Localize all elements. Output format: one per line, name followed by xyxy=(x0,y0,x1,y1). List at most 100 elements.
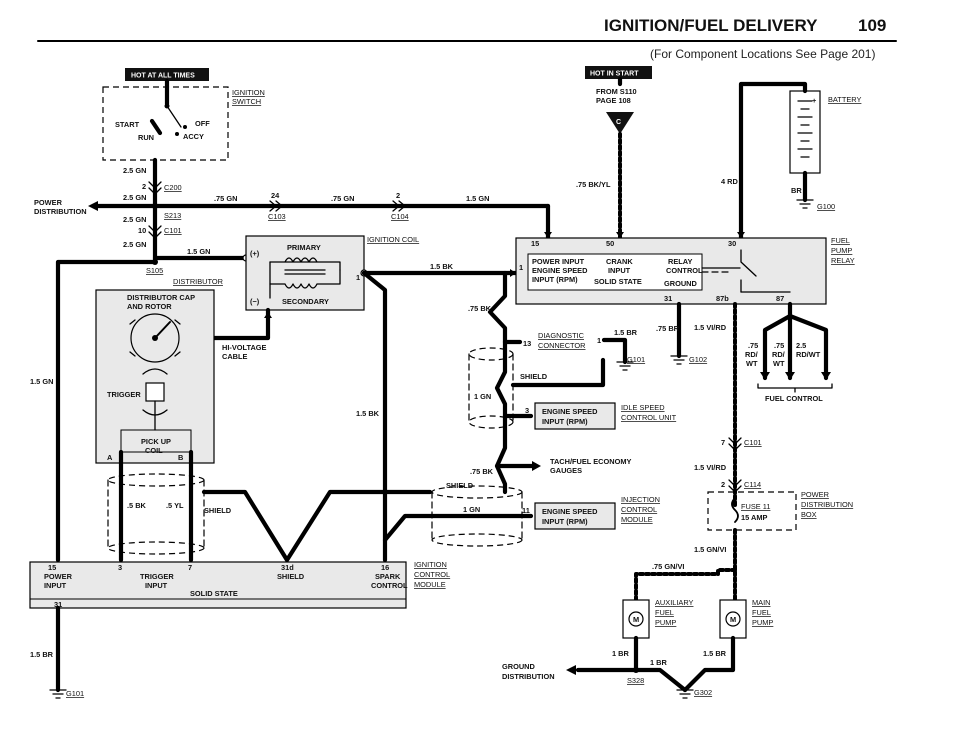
switch-start-label: START xyxy=(115,120,140,129)
s105-label: S105 xyxy=(146,266,163,275)
fc-w2a: .75 xyxy=(774,341,784,350)
icm-pin-15: 15 xyxy=(48,563,56,572)
engine-speed-wire xyxy=(487,270,508,345)
coil-pin-1: 1 xyxy=(356,273,360,282)
battery-br-label: BR xyxy=(791,186,802,195)
coil-secondary-label: SECONDARY xyxy=(282,297,329,306)
g101-ground-icon-diag xyxy=(616,361,634,371)
icm-pin-3: 3 xyxy=(118,563,122,572)
icm-pin-31d: 31d xyxy=(281,563,294,572)
diagnostic-label-1: DIAGNOSTIC xyxy=(538,331,585,340)
g100-label: G100 xyxy=(817,202,835,211)
wire-label-2-5-gn-3: 2.5 GN xyxy=(123,215,146,224)
icm-power-label-2: INPUT xyxy=(44,581,67,590)
main-pump-label-1: MAIN xyxy=(752,598,770,607)
relay-pin-15: 15 xyxy=(531,239,539,248)
icm-pin-31: 31 xyxy=(54,600,62,609)
wire-label-engine-speed: .75 BK xyxy=(468,304,492,313)
c104-connector-icon xyxy=(392,200,406,212)
icm-shield-label: SHIELD xyxy=(277,572,305,581)
injection-shield-label: SHIELD xyxy=(446,481,474,490)
main-pump-label-2: FUEL xyxy=(752,608,771,617)
injection-box-label-2: INPUT (RPM) xyxy=(542,517,588,526)
wire-label-injection: 1 GN xyxy=(463,505,480,514)
distributor-box xyxy=(95,289,215,464)
relay-ground-label: GROUND xyxy=(664,279,698,288)
page-number: 109 xyxy=(858,16,886,35)
wire-label-4-rd: 4 RD xyxy=(721,177,739,186)
page-title: IGNITION/FUEL DELIVERY xyxy=(604,16,818,35)
g100-ground-icon xyxy=(796,199,814,209)
fuel-control-branch-1 xyxy=(762,313,793,381)
fc-w1c: WT xyxy=(746,359,758,368)
hot-at-all-times-tag xyxy=(125,68,209,81)
fc-w2c: WT xyxy=(773,359,785,368)
c200-pin: 2 xyxy=(142,182,146,191)
wire-label-gn-vi-2: .75 GN/VI xyxy=(652,562,684,571)
s328-label: S328 xyxy=(627,676,644,685)
injection-label-3: MODULE xyxy=(621,515,653,524)
ground-distribution-wire xyxy=(575,667,688,693)
from-page-108-label: PAGE 108 xyxy=(596,96,631,105)
c104-label: C104 xyxy=(391,212,409,221)
injection-speed-wire xyxy=(382,513,534,543)
page-subtitle: (For Component Locations See Page 201) xyxy=(650,47,875,61)
main-pump-label-3: PUMP xyxy=(752,618,773,627)
ground-distribution-arrow-icon xyxy=(566,665,576,675)
icm-trigger-label-1: TRIGGER xyxy=(140,572,174,581)
c200-connector-icon xyxy=(148,181,162,195)
injection-label-1: INJECTION xyxy=(621,495,660,504)
wire-label-gn-vi-1: 1.5 GN/VI xyxy=(694,545,726,554)
fuel-control-arrows-icon xyxy=(760,372,831,380)
idle-shield-bottom xyxy=(468,415,514,429)
fuel-control-bracket xyxy=(757,383,833,393)
relay-label-3: RELAY xyxy=(831,256,855,265)
idle-shield-drain xyxy=(510,357,606,388)
ignition-coil-box xyxy=(245,235,365,311)
wire-label-2-5-gn-2: 2.5 GN xyxy=(123,193,146,202)
wire-label-mid-ground: 1 BR xyxy=(650,658,668,667)
hi-voltage-label-2: CABLE xyxy=(222,352,248,361)
icm-spark-label-2: CONTROL xyxy=(371,581,408,590)
spark-control-wire xyxy=(361,270,388,563)
idle-speed-wire xyxy=(494,339,534,419)
c104-pin: 2 xyxy=(396,191,400,200)
wire-label-g102: .75 BR xyxy=(656,324,680,333)
idle-box-label-1: ENGINE SPEED xyxy=(542,407,598,416)
ignition-switch-label: IGNITION xyxy=(232,88,265,97)
c114-connector-icon xyxy=(728,479,742,493)
c200-label: C200 xyxy=(164,183,182,192)
c114-label: C114 xyxy=(744,480,761,489)
pdb-label-3: BOX xyxy=(801,510,817,519)
main-pump-ground-wire xyxy=(682,635,736,693)
injection-pin-11: 11 xyxy=(522,506,530,515)
hi-voltage-arrow-icon xyxy=(264,312,272,318)
relay-pin-30: 30 xyxy=(728,239,736,248)
idle-box-label-2: INPUT (RPM) xyxy=(542,417,588,426)
relay-solid-state-box xyxy=(527,253,703,291)
wire-label-idle: 1 GN xyxy=(474,392,491,401)
aux-pump-label-1: AUXILIARY xyxy=(655,598,694,607)
wire-label-5-yl: .5 YL xyxy=(166,501,184,510)
hot-in-start-tag xyxy=(585,66,652,79)
idle-pin-3: 3 xyxy=(525,406,529,415)
distributor-cap-label-2: AND ROTOR xyxy=(127,302,172,311)
wire-label-tach: .75 BK xyxy=(470,467,494,476)
g102-label: G102 xyxy=(689,355,707,364)
injection-box-label-1: ENGINE SPEED xyxy=(542,507,598,516)
wire-label-075-gn-1: .75 GN xyxy=(214,194,237,203)
wire-label-vi-rd-2: 1.5 VI/RD xyxy=(694,463,727,472)
aux-pump-m: M xyxy=(633,615,639,624)
idle-speed-label-1: IDLE SPEED xyxy=(621,403,665,412)
wire-label-075-gn-2: .75 GN xyxy=(331,194,354,203)
c101-label-right: C101 xyxy=(744,438,762,447)
wire-label-1-5-gn-left: 1.5 GN xyxy=(30,377,53,386)
switch-run-label: RUN xyxy=(138,133,154,142)
switch-start-contact xyxy=(149,118,163,136)
shield-bottom-ellipse xyxy=(107,541,205,555)
coil-minus-label: (−) xyxy=(250,297,260,306)
hi-voltage-label-1: HI-VOLTAGE xyxy=(222,343,267,352)
tach-label-2: GAUGES xyxy=(550,466,582,475)
